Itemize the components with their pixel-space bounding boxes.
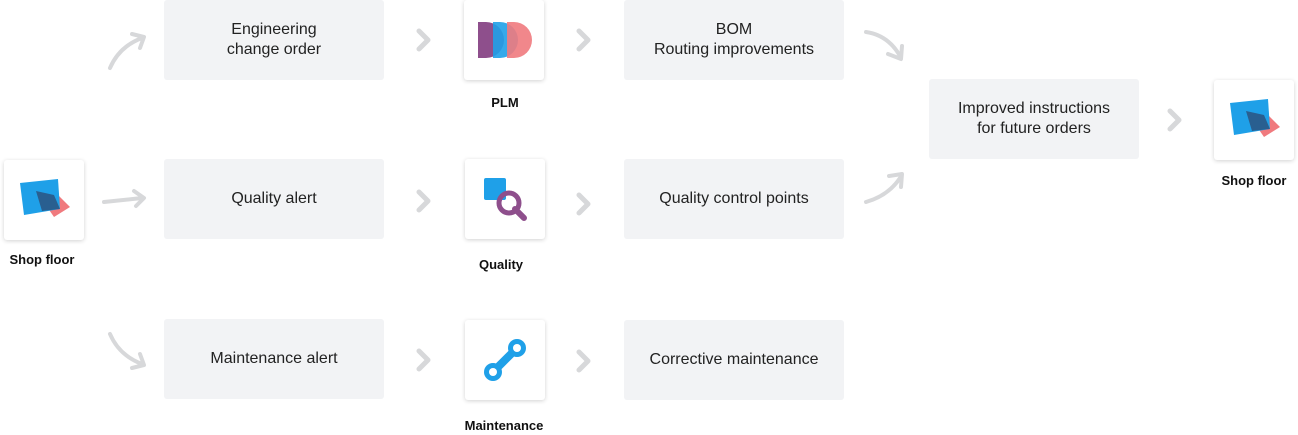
shop-floor-icon [1230,99,1280,137]
straight-arrow-icon [102,189,146,208]
chevron-right-icon [1167,108,1182,132]
shop-floor-icon [20,179,70,217]
chevron-right-icon [416,28,431,52]
maintenance-app-tile[interactable] [465,320,545,400]
quality-app-tile[interactable] [465,159,545,239]
corrective-maintenance-step: Corrective maintenance [624,320,844,400]
shop-floor-label: Shop floor [9,252,75,267]
quality-icon [484,178,527,221]
curved-arrow-down-icon [864,30,904,61]
plm-app-tile[interactable] [464,0,544,80]
curved-arrow-up-icon [864,172,904,204]
maintenance-icon [484,339,526,381]
plm-icon [478,22,532,58]
shop-floor-label-output: Shop floor [1221,173,1287,188]
engineering-change-order-step: Engineering change order [164,0,384,80]
curved-arrow-up-icon [108,32,146,70]
improved-instructions-step: Improved instructions for future orders [929,79,1139,159]
bom-routing-step: BOM Routing improvements [624,0,844,80]
chevron-right-icon [576,28,591,52]
chevron-right-icon [576,349,591,373]
curved-arrow-down-icon [108,332,146,370]
quality-control-points-step: Quality control points [624,159,844,239]
shop-floor-app-tile[interactable] [4,160,84,240]
chevron-right-icon [576,192,591,216]
maintenance-alert-step: Maintenance alert [164,319,384,399]
quality-alert-step: Quality alert [164,159,384,239]
plm-label: PLM [491,95,519,110]
shop-floor-app-tile-output[interactable] [1214,80,1294,160]
chevron-right-icon [416,189,431,213]
maintenance-label: Maintenance [464,418,544,433]
chevron-right-icon [416,348,431,372]
quality-label: Quality [478,257,524,272]
